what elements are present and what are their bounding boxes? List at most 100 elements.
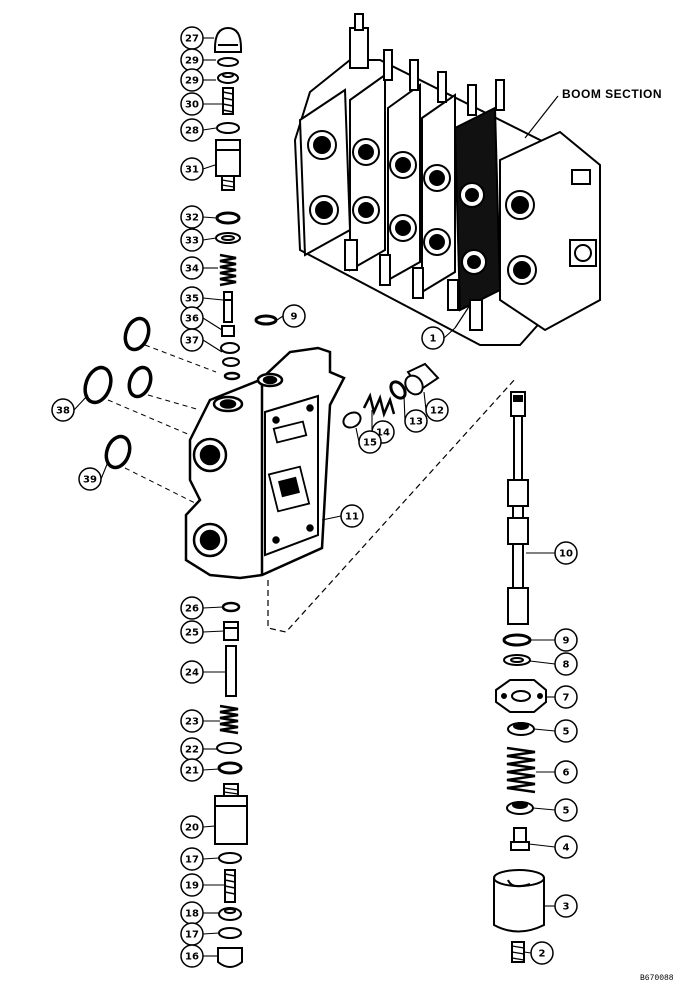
callout-bubbles: 2729293028313233343536379383911213141511… [51, 26, 578, 968]
callout-circle [554, 628, 578, 652]
callout-circle [554, 685, 578, 709]
callout-leader [523, 951, 532, 954]
callout-number: 5 [563, 806, 570, 817]
valve-stack-assembly [293, 13, 601, 346]
callout-number: 3 [563, 902, 570, 913]
callout-1-leader [454, 304, 471, 329]
callout-number: 8 [563, 660, 570, 671]
callout-circle [180, 873, 204, 897]
callout-number: 27 [185, 34, 199, 45]
callout-leader [100, 461, 109, 480]
callout-circle [180, 758, 204, 782]
callout-number: 29 [185, 76, 199, 87]
callout-leader [533, 728, 556, 732]
callout-number: 19 [185, 881, 199, 892]
callout-number: 24 [185, 668, 199, 679]
callout-leader [202, 237, 217, 241]
callout-circle [180, 847, 204, 871]
callout-leader [202, 825, 216, 828]
callout-circle [554, 835, 578, 859]
callout-leader [202, 317, 223, 331]
callout-number: 21 [185, 766, 199, 777]
callout-circle [421, 326, 445, 350]
callout-leader [532, 807, 556, 811]
valve-section-body [184, 346, 346, 580]
callout-number: 16 [185, 952, 199, 963]
callout-circle [554, 541, 578, 565]
callout-number: 30 [185, 100, 199, 111]
callout-circle [282, 304, 306, 328]
callout-circle [180, 709, 204, 733]
boom-section-leader [524, 95, 559, 139]
callout-number: 22 [185, 745, 199, 756]
callout-leader [528, 843, 556, 848]
spool-connection-line [267, 377, 517, 633]
callout-number: 34 [185, 264, 199, 275]
callout-number: 12 [430, 406, 444, 417]
callout-number: 25 [185, 628, 199, 639]
callout-leader [202, 630, 225, 633]
callout-circle [554, 719, 578, 743]
callout-number: 1 [430, 334, 437, 345]
callout-number: 10 [559, 549, 573, 560]
callout-circle [554, 652, 578, 676]
o-rings-38-39 [83, 316, 153, 470]
callout-circle [51, 398, 75, 422]
callout-number: 5 [563, 727, 570, 738]
callout-circle [404, 409, 428, 433]
callout-number: 37 [185, 336, 199, 347]
callout-number: 11 [345, 512, 359, 523]
callout-number: 23 [185, 717, 199, 728]
callout-number: 29 [185, 56, 199, 67]
callout-number: 4 [563, 843, 570, 854]
callout-circle [340, 504, 364, 528]
upper-relief-valve-parts [214, 26, 278, 381]
callout-circle [554, 760, 578, 784]
callout-number: 31 [185, 165, 199, 176]
callout-circle [425, 398, 449, 422]
callout-number: 15 [363, 438, 377, 449]
callout-circle [554, 798, 578, 822]
callout-leader [443, 327, 456, 339]
callout-number: 20 [185, 823, 199, 834]
callout-circle [358, 430, 382, 454]
callout-number: 17 [185, 855, 199, 866]
callout-circle [78, 467, 102, 491]
callout-circle [180, 944, 204, 968]
callout-leader [202, 339, 223, 353]
callout-number: 35 [185, 294, 199, 305]
callout-number: 28 [185, 126, 199, 137]
callout-leader [403, 394, 406, 422]
callout-circle [180, 256, 204, 280]
callout-circle [180, 660, 204, 684]
callout-circle [180, 68, 204, 92]
relief-valve-parts [342, 362, 440, 429]
callout-circle [180, 328, 204, 352]
callout-leader [529, 660, 556, 665]
callout-leader [73, 394, 89, 411]
callout-number: 18 [185, 909, 199, 920]
callout-circle [180, 92, 204, 116]
callout-number: 13 [409, 417, 423, 428]
callout-circle [180, 596, 204, 620]
callout-leader [321, 515, 342, 521]
callout-number: 9 [291, 312, 298, 323]
callout-number: 32 [185, 213, 199, 224]
callout-number: 26 [185, 604, 199, 615]
callout-leader [202, 606, 224, 609]
callout-leader [202, 216, 218, 219]
callout-number: 7 [563, 693, 570, 704]
lower-relief-valve-parts [214, 601, 248, 968]
callout-leader [202, 164, 216, 170]
spool-assembly [493, 391, 547, 963]
callout-number: 38 [56, 406, 70, 417]
callout-circle [530, 941, 554, 965]
callout-number: 36 [185, 314, 199, 325]
callout-leader [202, 932, 220, 935]
callout-number: 17 [185, 930, 199, 941]
callout-circle [180, 157, 204, 181]
callout-circle [180, 118, 204, 142]
callout-leader [202, 768, 220, 771]
